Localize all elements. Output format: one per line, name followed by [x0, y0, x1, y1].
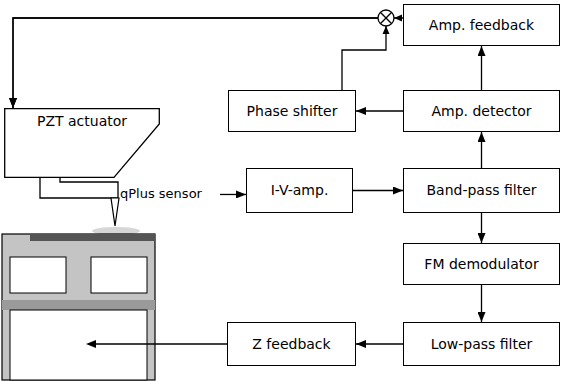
multiplier-symbol	[378, 10, 402, 34]
actuator-outline	[5, 109, 160, 178]
process-box: Phase shifter	[228, 90, 356, 132]
z-control-arrowhead	[86, 340, 96, 348]
signal-arrow	[481, 213, 482, 243]
signal-arrow	[220, 194, 246, 195]
process-box: Amp. feedback	[403, 4, 560, 46]
signal-arrow	[481, 132, 482, 168]
sensor-tip	[111, 198, 119, 226]
signal-arrow	[481, 46, 482, 90]
box-label: Amp. feedback	[429, 17, 534, 33]
box-label: Phase shifter	[247, 103, 338, 119]
box-label: PZT actuator	[37, 113, 127, 129]
sample-stage	[2, 227, 155, 380]
sensor-label: qPlus sensor	[120, 183, 220, 206]
sensor-prong	[40, 176, 118, 198]
process-box: Low-pass filter	[403, 322, 560, 366]
box-label: Z feedback	[252, 336, 330, 352]
z-control-wire	[96, 343, 227, 344]
signal-arrow	[356, 110, 403, 111]
process-box: FM demodulator	[403, 243, 560, 285]
box-label: Band-pass filter	[426, 182, 536, 198]
signal-arrow	[356, 343, 403, 344]
box-label: Amp. detector	[431, 103, 531, 119]
signal-arrow	[481, 285, 482, 322]
process-box: Amp. detector	[403, 90, 560, 132]
process-box: Band-pass filter	[403, 168, 560, 213]
process-box: Z feedback	[227, 322, 356, 366]
box-label: Low-pass filter	[431, 336, 533, 352]
component-label: qPlus sensor	[120, 187, 202, 202]
box-label: FM demodulator	[424, 256, 538, 272]
actuator-block: PZT actuator	[4, 108, 160, 178]
box-label: I-V-amp.	[271, 182, 329, 198]
signal-arrow	[353, 190, 403, 191]
process-box: I-V-amp.	[246, 168, 353, 213]
